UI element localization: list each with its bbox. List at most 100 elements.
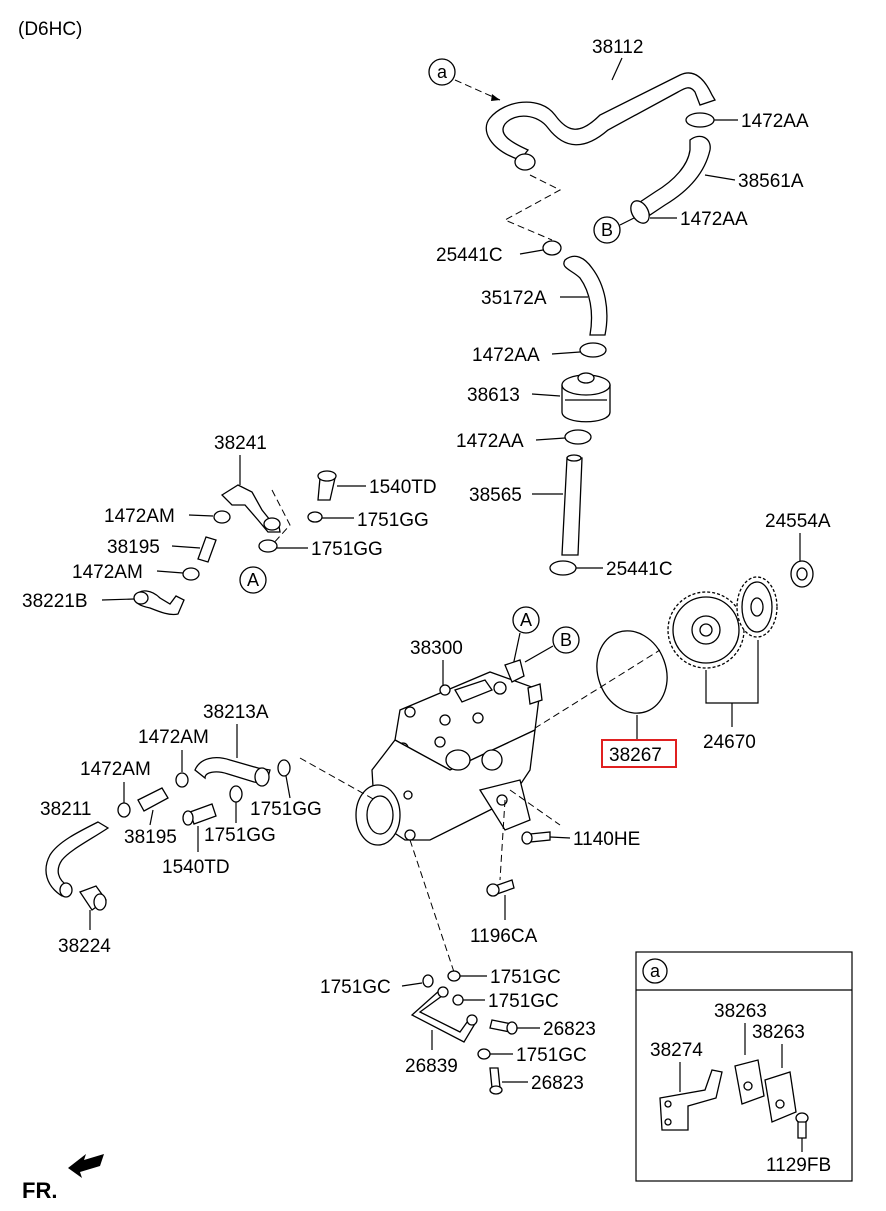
- bearing-24554A[interactable]: [790, 560, 814, 588]
- callout-a-top[interactable]: a: [428, 58, 456, 86]
- callout-B-clamp[interactable]: B: [593, 216, 621, 244]
- label-38263-1: 38263: [714, 1001, 767, 1022]
- clamp-1472AM-2[interactable]: [182, 567, 200, 581]
- washer-1751GG-4[interactable]: [229, 785, 243, 803]
- bolt-1129FB[interactable]: [795, 1112, 809, 1139]
- label-1472AA-2: 1472AA: [680, 209, 748, 230]
- filter-38613[interactable]: [561, 372, 611, 423]
- clamp-25441C-1[interactable]: [542, 240, 562, 256]
- label-26839: 26839: [405, 1056, 458, 1077]
- hose-35172A[interactable]: [563, 255, 608, 336]
- label-38561A: 38561A: [738, 171, 804, 192]
- washer-1751GC-2[interactable]: [447, 970, 461, 982]
- hose-38195-1[interactable]: [197, 536, 217, 563]
- clamp-1472AA-3[interactable]: [579, 342, 607, 358]
- label-24670: 24670: [703, 732, 756, 753]
- svg-text:A: A: [247, 570, 259, 590]
- gasket-38267[interactable]: [586, 621, 679, 723]
- oil-pipe-26839[interactable]: [410, 989, 477, 1043]
- bracket-hole-1: [664, 1100, 672, 1108]
- label-38195-2: 38195: [124, 827, 177, 848]
- bolt-1540TD-2[interactable]: [182, 803, 217, 826]
- hose-38195-2[interactable]: [137, 787, 169, 812]
- fitting-38224[interactable]: [79, 885, 107, 911]
- bolt-1140HE[interactable]: [521, 831, 551, 845]
- pipe-end-38112: [514, 153, 536, 171]
- label-38213A: 38213A: [203, 702, 269, 723]
- leader-B-comp: [524, 645, 554, 663]
- hose-end-38213A: [254, 767, 270, 787]
- dash-1140HE: [509, 789, 561, 826]
- leader-25441C-1: [519, 249, 544, 255]
- front-label: FR.: [22, 1178, 57, 1203]
- leader-38195-2: [149, 809, 154, 826]
- washer-1751GC-1[interactable]: [422, 974, 434, 988]
- label-1540TD-1: 1540TD: [369, 477, 437, 498]
- clamp-1472AM-3[interactable]: [175, 772, 189, 788]
- hose-38211[interactable]: [45, 821, 110, 897]
- hose-end-38211: [59, 882, 73, 898]
- label-38263-2: 38263: [752, 1022, 805, 1043]
- callout-leader-a: [454, 79, 501, 101]
- dash-connector-top: [503, 174, 562, 241]
- bolt-26823-1[interactable]: [489, 1019, 518, 1035]
- label-38195-1: 38195: [107, 537, 160, 558]
- svg-text:B: B: [601, 220, 613, 240]
- label-1472AM-1: 1472AM: [104, 506, 175, 527]
- callout-B-comp[interactable]: B: [552, 626, 580, 654]
- bracket-hole-2: [664, 1118, 672, 1126]
- engine-code: (D6HC): [18, 19, 82, 40]
- clamp-1472AM-1[interactable]: [213, 510, 231, 524]
- label-1751GC-1: 1751GC: [320, 977, 391, 998]
- leader-1751GC-1: [401, 982, 423, 987]
- dash-oil-line: [409, 839, 456, 976]
- label-38224: 38224: [58, 936, 111, 957]
- washer-1751GG-1[interactable]: [307, 511, 323, 523]
- label-38613: 38613: [467, 385, 520, 406]
- block-hole-2: [775, 1099, 785, 1109]
- gear-small-24670[interactable]: [736, 576, 778, 638]
- label-25441C-2: 25441C: [606, 559, 673, 580]
- leader-1472AA-4: [535, 437, 566, 441]
- label-24554A: 24554A: [765, 511, 831, 532]
- callout-A-comp[interactable]: A: [512, 606, 540, 634]
- label-1472AM-4: 1472AM: [80, 759, 151, 780]
- compressor-38300[interactable]: [355, 659, 543, 846]
- fitting-end-38241: [263, 517, 281, 531]
- washer-1751GC-4[interactable]: [477, 1048, 491, 1060]
- label-1472AA-3: 1472AA: [472, 345, 540, 366]
- hose-38561A[interactable]: [639, 135, 711, 216]
- callout-a-inset[interactable]: a: [642, 958, 668, 984]
- inset-box: [635, 951, 853, 1182]
- washer-1751GG-2[interactable]: [258, 539, 278, 553]
- label-25441C-1: 25441C: [436, 245, 503, 266]
- washer-1751GC-3[interactable]: [452, 994, 464, 1006]
- bolt-1540TD-1[interactable]: [317, 470, 337, 501]
- front-arrow-icon: [68, 1154, 104, 1178]
- label-38300: 38300: [410, 638, 463, 659]
- bolt-26823-2[interactable]: [489, 1067, 503, 1095]
- clamp-25441C-2[interactable]: [549, 560, 577, 576]
- pipe-38112[interactable]: [485, 72, 716, 161]
- highlight-box-38267: [601, 739, 677, 768]
- pipe-38565[interactable]: [561, 457, 583, 556]
- leader-1140HE: [549, 836, 571, 839]
- pipe-end-38565: [566, 454, 582, 462]
- gear-large-24670[interactable]: [667, 591, 745, 669]
- label-38112: 38112: [592, 37, 643, 58]
- callout-A-hose[interactable]: A: [239, 566, 267, 594]
- label-1472AA-1: 1472AA: [741, 111, 809, 132]
- dash-gasket-axis: [515, 649, 661, 741]
- washer-1751GG-3[interactable]: [277, 759, 291, 777]
- bracket-38274[interactable]: [659, 1069, 723, 1131]
- bolt-1196CA[interactable]: [486, 879, 515, 897]
- block-38263-2[interactable]: [764, 1071, 797, 1123]
- clamp-1472AA-1[interactable]: [685, 112, 715, 128]
- clamp-1472AA-4[interactable]: [564, 429, 592, 445]
- label-1129FB: 1129FB: [766, 1155, 831, 1176]
- clamp-1472AM-4[interactable]: [117, 802, 131, 818]
- clamp-1472AA-2[interactable]: [627, 198, 653, 227]
- leader-1751GG-3: [285, 775, 291, 799]
- label-38241: 38241: [214, 433, 267, 454]
